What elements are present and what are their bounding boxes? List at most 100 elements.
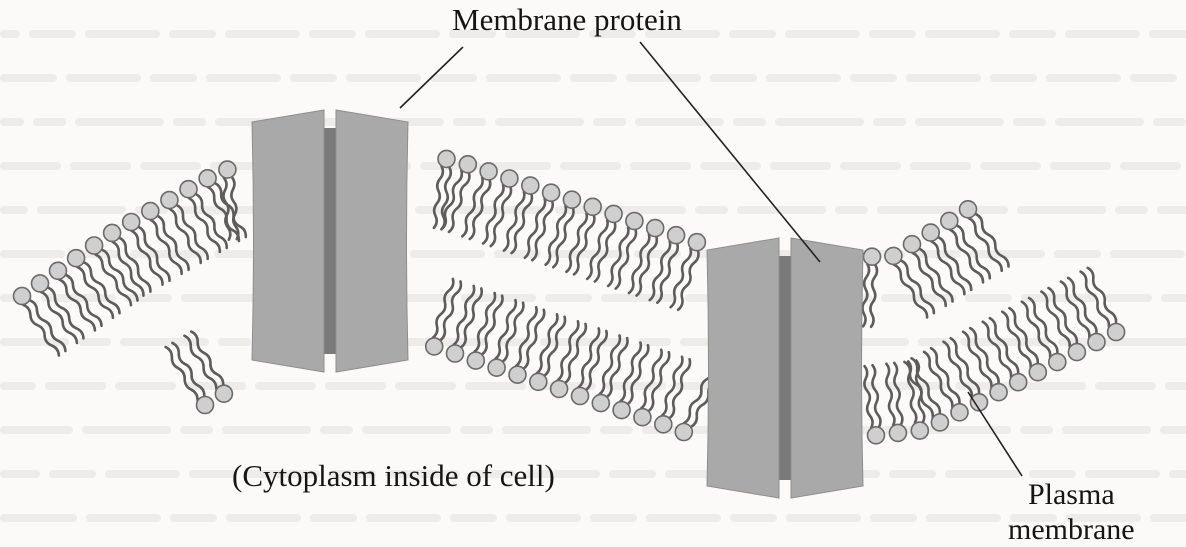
bottom-leaflet-tail: [433, 279, 453, 338]
bottom-leaflet-head: [530, 373, 547, 390]
top-leaflet-head: [32, 275, 49, 292]
bottom-leaflet-head: [509, 366, 526, 383]
top-leaflet-head: [142, 203, 159, 220]
top-leaflet-head: [904, 236, 921, 253]
top-leaflet-head: [459, 156, 476, 173]
bottom-leaflet-tail: [537, 314, 557, 373]
top-leaflet-tail: [566, 213, 586, 272]
top-leaflet-tail: [525, 199, 545, 258]
bottom-leaflet-head: [426, 338, 443, 355]
cytoplasm-label: (Cytoplasm inside of cell): [232, 458, 555, 494]
top-leaflet-head: [104, 224, 121, 241]
bottom-leaflet-tail: [872, 365, 880, 427]
top-leaflet-tail: [546, 206, 566, 265]
top-leaflet-head: [688, 234, 705, 251]
bottom-leaflet-head: [1029, 364, 1046, 381]
top-leaflet-head: [941, 212, 958, 229]
top-leaflet-tail: [650, 241, 670, 300]
top-leaflet-head: [219, 161, 236, 178]
plasma-leader-line: [968, 392, 1022, 476]
top-leaflet-head: [14, 288, 31, 305]
bottom-leaflet-head: [1049, 354, 1066, 371]
top-leaflet-head: [885, 247, 902, 264]
bottom-leaflet-tail: [641, 350, 661, 409]
bottom-leaflet-head: [675, 424, 692, 441]
bottom-leaflet-head: [1010, 374, 1027, 391]
top-leaflet-tail: [587, 220, 607, 279]
bottom-leaflet-head: [447, 345, 464, 362]
top-leaflet-head: [584, 198, 601, 215]
bottom-leaflet-head: [951, 404, 968, 421]
bottom-leaflet-head: [868, 427, 885, 444]
bottom-leaflet-head: [889, 424, 906, 441]
top-leaflet-tail: [862, 264, 869, 326]
top-leaflet-head: [647, 220, 664, 237]
bottom-leaflet-tail: [579, 328, 599, 387]
bottom-leaflet-head: [1088, 334, 1105, 351]
top-leaflet-head: [480, 163, 497, 180]
top-leaflet-head: [50, 262, 67, 279]
membrane-protein-right: [707, 238, 863, 498]
top-leaflet-head: [501, 170, 518, 187]
top-leaflet-head: [161, 192, 178, 209]
bottom-leaflet-tail: [886, 364, 894, 426]
bottom-leaflet-head: [613, 402, 630, 419]
top-leaflet-tail: [434, 166, 443, 228]
bottom-leaflet-tail: [516, 307, 536, 366]
bottom-leaflet-tail: [600, 336, 620, 395]
bottom-leaflet-head: [990, 384, 1007, 401]
membrane-protein-label: Membrane protein: [452, 2, 682, 38]
top-leaflet-tail: [629, 234, 649, 293]
bottom-leaflet-tail: [620, 343, 640, 402]
top-leaflet-head: [605, 205, 622, 222]
protein-leader-line-right: [640, 42, 820, 262]
top-leaflet-head: [563, 191, 580, 208]
plasma-membrane-label-line2: membrane: [1008, 513, 1135, 547]
top-leaflet-tail: [671, 249, 691, 308]
bottom-leaflet-head: [634, 409, 651, 426]
bottom-leaflet-tail: [864, 366, 872, 428]
top-leaflet-head: [123, 214, 140, 231]
top-leaflet-head: [864, 248, 881, 265]
top-leaflet-head: [522, 177, 539, 194]
bottom-leaflet-head: [592, 395, 609, 412]
top-leaflet-tail: [223, 178, 230, 240]
top-leaflet-head: [180, 181, 197, 198]
top-leaflet-head: [86, 237, 103, 254]
top-leaflet-head: [438, 150, 455, 167]
bottom-leaflet-head: [551, 380, 568, 397]
bottom-leaflet-head: [1068, 344, 1085, 361]
bottom-leaflet-head: [215, 385, 232, 402]
bottom-leaflet-tail: [894, 363, 902, 425]
bottom-leaflet-head: [655, 416, 672, 433]
protein-lobe: [252, 110, 324, 372]
bottom-leaflet-head: [911, 422, 928, 439]
top-leaflet-tail: [504, 192, 524, 251]
protein-lobe: [791, 238, 863, 498]
bottom-leaflet-head: [1108, 324, 1125, 341]
membrane-protein-left: [252, 110, 408, 372]
top-leaflet-head: [626, 213, 643, 230]
top-leaflet-head: [68, 250, 85, 267]
bottom-leaflet-tail: [558, 321, 578, 380]
top-leaflet-tail: [483, 185, 503, 244]
phosphate-heads: [14, 150, 1125, 443]
top-leaflet-head: [199, 170, 216, 187]
plasma-membrane-label-line1: Plasma: [1008, 478, 1135, 513]
bottom-leaflet-head: [467, 352, 484, 369]
bottom-leaflet-head: [931, 414, 948, 431]
bottom-leaflet-head: [572, 388, 589, 405]
top-leaflet-head: [668, 227, 685, 244]
top-leaflet-tail: [608, 227, 628, 286]
top-leaflet-tail: [870, 265, 877, 327]
protein-lobe: [336, 110, 408, 372]
top-leaflet-tail: [95, 254, 131, 305]
bottom-leaflet-tail: [454, 286, 474, 345]
bottom-leaflet-tail: [475, 293, 495, 352]
bottom-leaflet-tail: [495, 300, 515, 359]
protein-lobe: [707, 238, 779, 498]
top-leaflet-tail: [462, 178, 482, 237]
top-leaflet-head: [543, 184, 560, 201]
